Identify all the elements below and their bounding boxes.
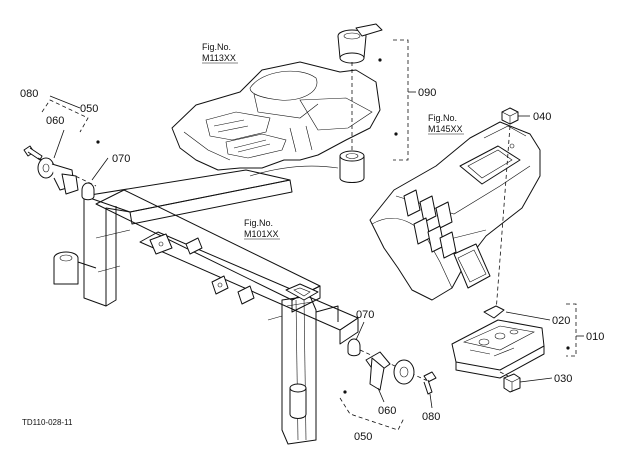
bracket-050-bottom bbox=[339, 397, 405, 431]
label-010: 010 bbox=[586, 331, 604, 343]
dot-090-top bbox=[378, 58, 382, 62]
label-020: 020 bbox=[552, 315, 570, 327]
fig-ref-m113-line2: M113XX bbox=[202, 53, 236, 63]
fig-ref-m113-line1: Fig.No. bbox=[202, 42, 231, 52]
dot-050-bottom bbox=[343, 390, 347, 394]
label-060-top: 060 bbox=[46, 115, 64, 127]
part-060-top bbox=[37, 157, 79, 195]
leader-080-top bbox=[49, 95, 81, 109]
part-070-bottom-bushing bbox=[347, 338, 361, 357]
label-090: 090 bbox=[418, 87, 436, 99]
label-080-top: 080 bbox=[20, 88, 38, 100]
label-030: 030 bbox=[554, 373, 572, 385]
part-020-lamp bbox=[483, 305, 505, 319]
bolt-080-bottom bbox=[423, 371, 437, 395]
leader-060-bottom bbox=[377, 387, 385, 403]
dot-050-top bbox=[96, 140, 100, 144]
leader-020 bbox=[505, 311, 551, 321]
label-070-top: 070 bbox=[112, 153, 130, 165]
label-070-bottom: 070 bbox=[356, 309, 374, 321]
bolt-030 bbox=[503, 373, 521, 393]
bracket-050-top bbox=[41, 99, 89, 133]
part-090-bushing bbox=[339, 150, 365, 183]
fig-ref-m145-line1: Fig.No. bbox=[428, 113, 457, 123]
bracket-010 bbox=[566, 303, 577, 357]
axis-030 bbox=[499, 371, 509, 377]
leader-070-top bbox=[91, 157, 109, 181]
part-010-panel-unit bbox=[451, 319, 545, 379]
bracket-090 bbox=[393, 39, 409, 161]
axis-040-010 bbox=[495, 125, 511, 313]
upper-console-outline bbox=[171, 61, 381, 171]
label-060-bottom: 060 bbox=[378, 405, 396, 417]
part-060-bottom bbox=[365, 351, 415, 391]
fig-ref-m145-line2: M145XX bbox=[428, 124, 463, 134]
leader-060-top bbox=[53, 129, 65, 159]
frame-structure bbox=[53, 165, 359, 445]
leader-030 bbox=[519, 377, 553, 383]
leader-080-bottom bbox=[429, 393, 433, 409]
part-090-cap bbox=[337, 23, 383, 64]
label-050-top: 050 bbox=[80, 103, 98, 115]
fig-ref-m101-line1: Fig.No. bbox=[244, 218, 273, 228]
label-050-bottom: 050 bbox=[354, 431, 372, 443]
dot-090-bottom bbox=[394, 132, 398, 136]
drawing-code: TD110-028-11 bbox=[22, 418, 73, 427]
label-080-bottom: 080 bbox=[422, 411, 440, 423]
dot-010 bbox=[566, 346, 570, 350]
bolt-080-top bbox=[23, 145, 43, 161]
fig-ref-m101-line2: M101XX bbox=[244, 229, 279, 239]
label-040: 040 bbox=[533, 111, 551, 123]
part-040-nut bbox=[501, 107, 519, 125]
leader-070-bottom bbox=[355, 321, 365, 341]
dash-panel bbox=[369, 121, 541, 301]
part-070-top-bushing bbox=[81, 182, 95, 201]
